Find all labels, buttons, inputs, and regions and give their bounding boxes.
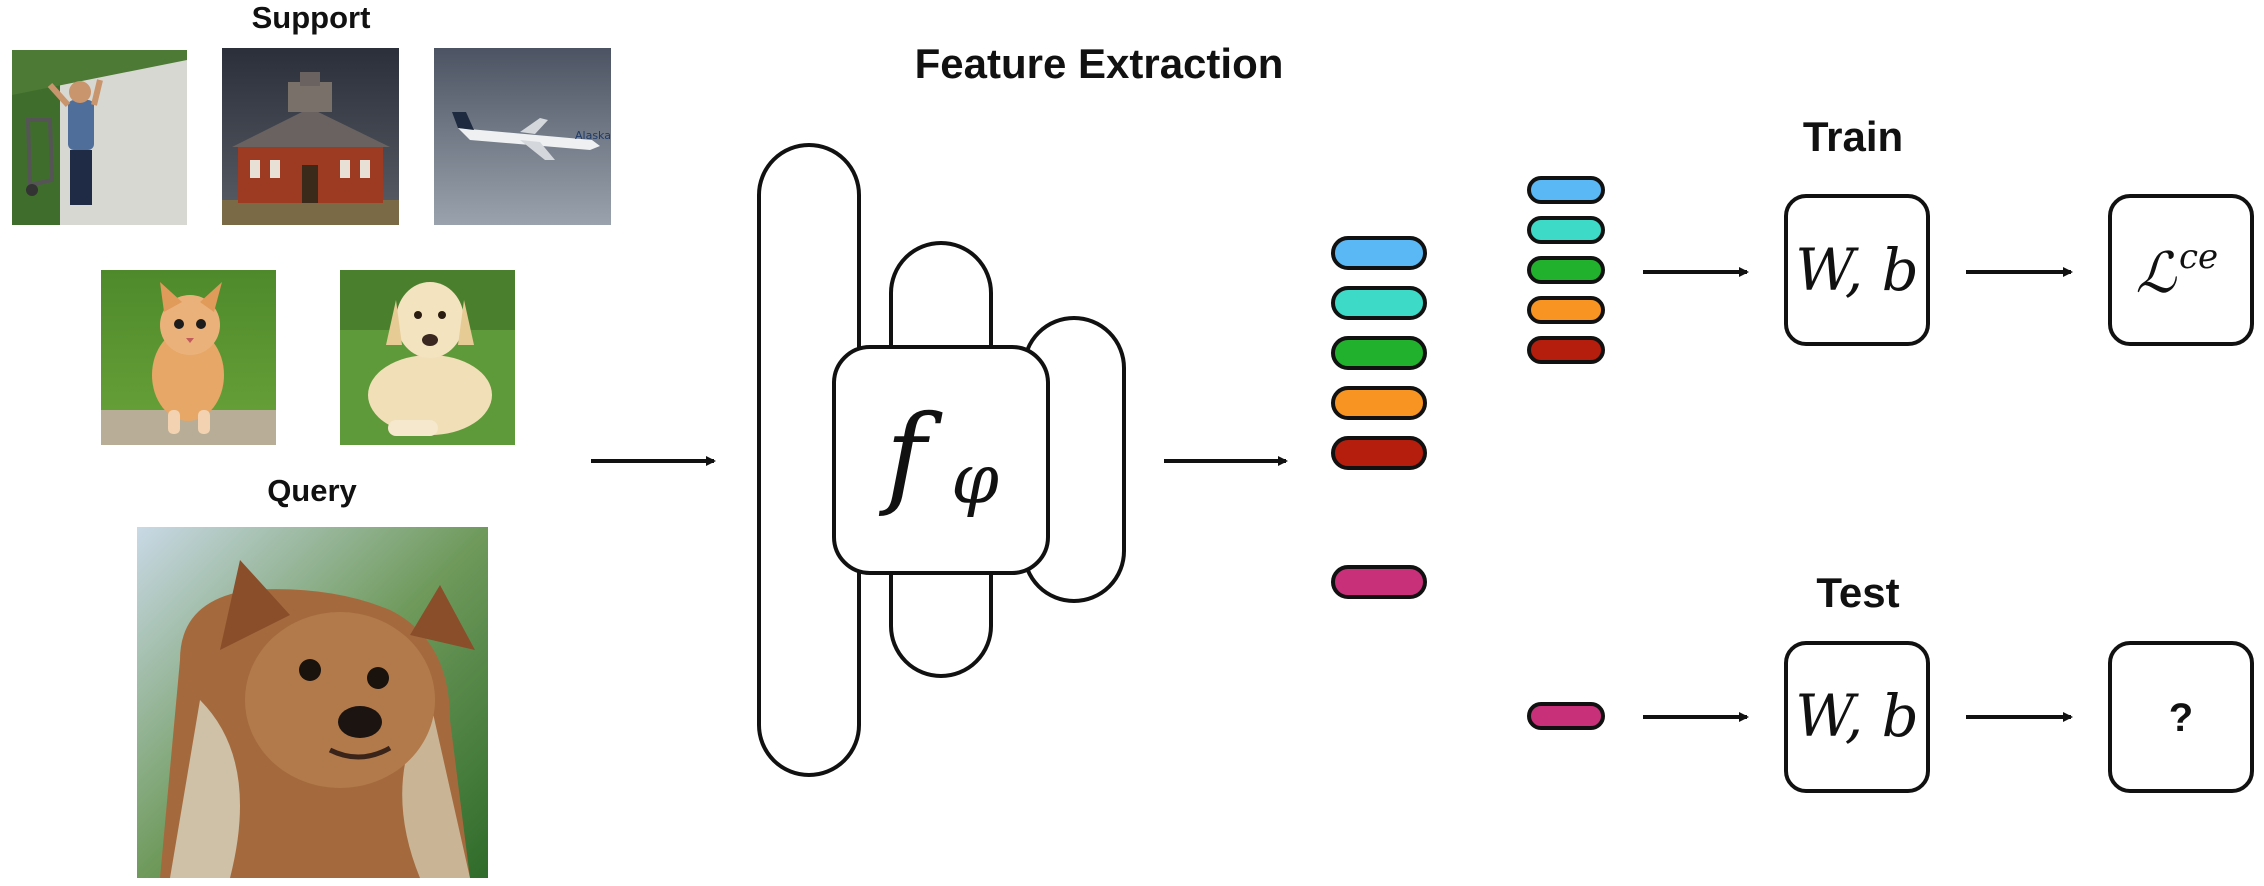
svg-text:Alaska: Alaska bbox=[575, 129, 611, 142]
feature-extractor-network: f φ bbox=[757, 143, 1126, 777]
test-feature-query bbox=[1527, 702, 1605, 730]
support-image-dog bbox=[340, 270, 515, 445]
test-output-question-mark: ? bbox=[2169, 696, 2193, 740]
loss-symbol: ℒ bbox=[2136, 241, 2178, 306]
feature-extraction-label: Feature Extraction bbox=[915, 40, 1284, 87]
support-image-child bbox=[12, 50, 187, 225]
feature-vector-support-5 bbox=[1331, 436, 1427, 470]
train-classifier-box bbox=[1784, 194, 1930, 346]
train-feature-1 bbox=[1527, 176, 1605, 204]
support-image-house bbox=[222, 48, 399, 225]
extracted-features bbox=[1331, 236, 1427, 599]
train-feature-3 bbox=[1527, 256, 1605, 284]
train-feature-4 bbox=[1527, 296, 1605, 324]
extractor-function-box bbox=[832, 345, 1050, 575]
feature-vector-support-1 bbox=[1331, 236, 1427, 270]
support-image-airplane: Alaska bbox=[434, 48, 611, 225]
feature-vector-support-2 bbox=[1331, 286, 1427, 320]
query-image-yorkshire-terrier bbox=[137, 527, 488, 878]
train-feature-5 bbox=[1527, 336, 1605, 364]
extractor-function-phi: φ bbox=[951, 441, 999, 520]
loss-superscript: ce bbox=[2179, 237, 2218, 277]
feature-vector-support-4 bbox=[1331, 386, 1427, 420]
support-label: Support bbox=[252, 0, 371, 35]
feature-vector-query bbox=[1331, 565, 1427, 599]
test-label: Test bbox=[1816, 569, 1899, 616]
test-classifier-box bbox=[1784, 641, 1930, 793]
feature-vector-support-3 bbox=[1331, 336, 1427, 370]
loss-box bbox=[2108, 194, 2254, 346]
train-classifier-params: W, b bbox=[1795, 236, 1918, 304]
test-classifier-params: W, b bbox=[1795, 682, 1918, 750]
train-feature-vectors bbox=[1527, 176, 1605, 364]
query-label: Query bbox=[267, 473, 357, 508]
train-feature-2 bbox=[1527, 216, 1605, 244]
support-image-kitten bbox=[101, 270, 276, 445]
test-output-box bbox=[2108, 641, 2254, 793]
train-label: Train bbox=[1803, 113, 1903, 160]
